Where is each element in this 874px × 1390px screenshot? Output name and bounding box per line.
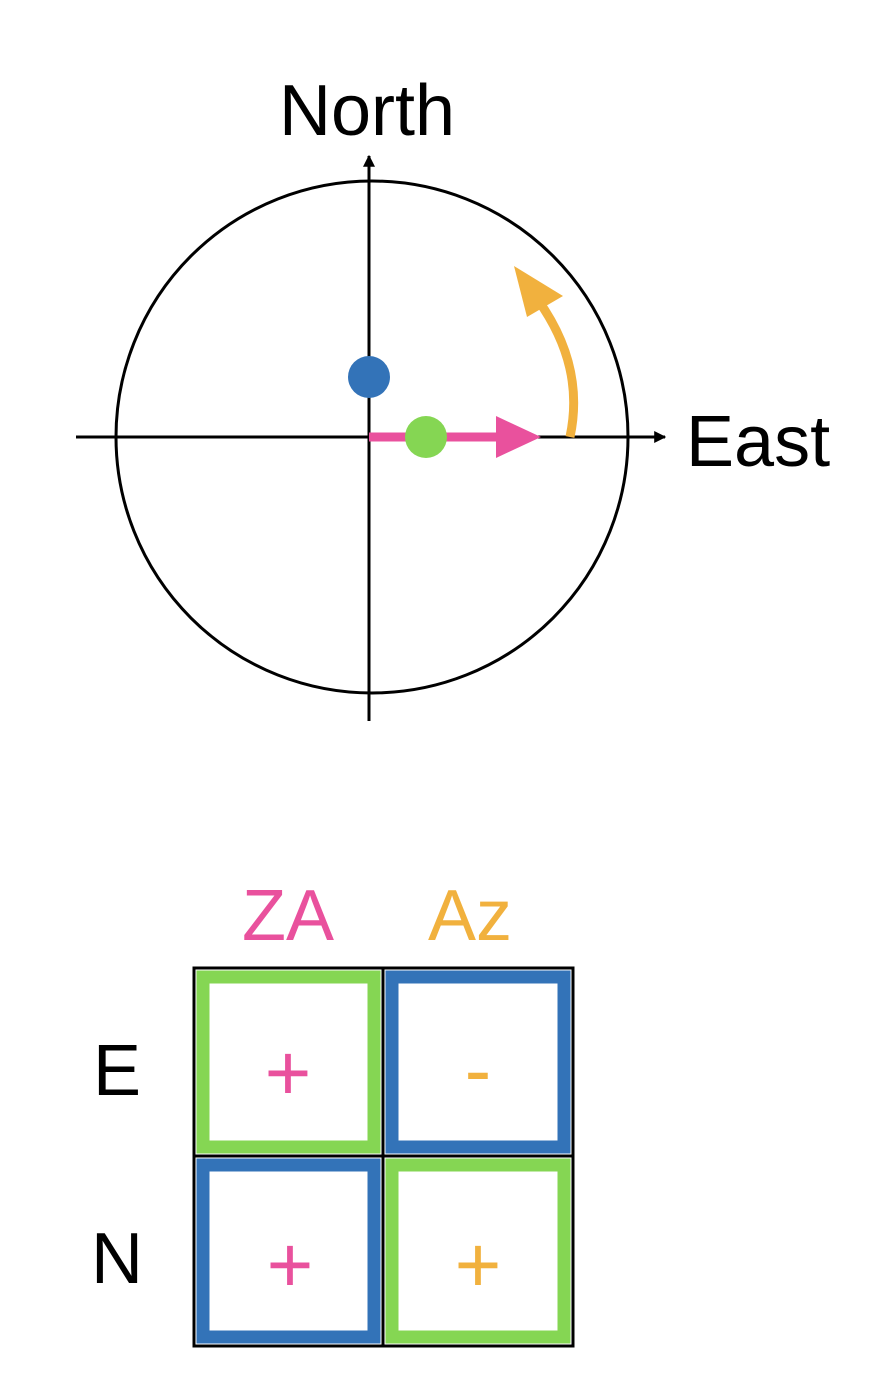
cell-n-az-border: [385, 1158, 571, 1344]
cell-e-az-sign: -: [465, 1025, 492, 1114]
column-header-az: Az: [428, 876, 512, 956]
az-arrow-head: [514, 266, 563, 317]
row-header-e: E: [93, 1031, 141, 1111]
north-label: North: [279, 71, 455, 151]
za-arrow-head: [496, 416, 541, 458]
cell-e-za-border: [196, 970, 381, 1154]
east-point-dot: [405, 416, 447, 458]
cell-n-za-sign: +: [267, 1220, 314, 1309]
row-header-n: N: [91, 1219, 143, 1299]
az-arrow-arc: [534, 297, 579, 438]
north-point-dot: [348, 356, 390, 398]
east-label: East: [686, 402, 830, 482]
cell-e-az-border: [385, 970, 571, 1154]
column-header-za: ZA: [242, 876, 334, 956]
cell-e-za-sign: +: [265, 1028, 312, 1117]
cell-n-za-border: [196, 1158, 381, 1344]
cell-n-az-sign: +: [455, 1220, 502, 1309]
